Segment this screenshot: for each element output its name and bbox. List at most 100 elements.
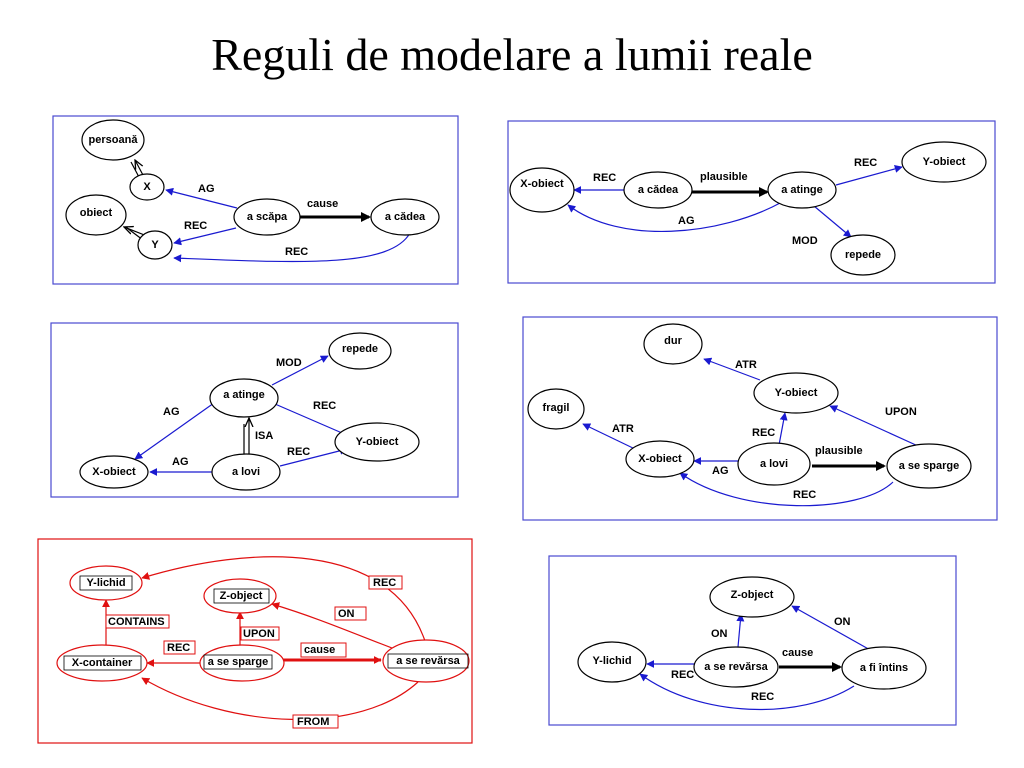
edge-on-1	[736, 613, 745, 648]
edge-ag	[165, 187, 238, 209]
node-y-obiect: Y-obiect	[334, 422, 420, 462]
label-rec: REC	[593, 172, 616, 184]
node-dur: dur	[643, 323, 703, 365]
node-a-se-revarsa: a se revărsa	[382, 639, 470, 683]
edge-isa	[243, 418, 249, 455]
edge-rec-2	[173, 232, 411, 263]
label-on-1: ON	[711, 628, 728, 640]
svg-text:a lovi: a lovi	[760, 458, 788, 470]
label-ag: AG	[712, 465, 729, 477]
edge-on	[271, 602, 393, 649]
svg-text:a se revărsa: a se revărsa	[704, 661, 768, 673]
svg-text:REC: REC	[167, 642, 190, 654]
panel-1: persoană X obiect Y a scăpa a cădea AG R…	[52, 115, 459, 285]
label-isa: ISA	[255, 430, 273, 442]
node-a-scapa: a scăpa	[233, 198, 301, 236]
node-y-lichid: Y-lichid	[577, 641, 647, 683]
svg-text:a cădea: a cădea	[385, 211, 426, 223]
label-ag-1: AG	[163, 406, 180, 418]
svg-text:dur: dur	[664, 335, 682, 347]
edge-upon	[829, 405, 919, 447]
svg-text:X-obiect: X-obiect	[92, 466, 136, 478]
svg-text:a cădea: a cădea	[638, 184, 679, 196]
label-rec-2: REC	[793, 489, 816, 501]
svg-text:repede: repede	[342, 343, 378, 355]
svg-text:X-container: X-container	[72, 657, 133, 669]
node-x-obiect: X-obiect	[79, 455, 149, 489]
node-x-obiect: X-obiect	[625, 440, 695, 478]
label-cause: cause	[307, 198, 338, 210]
node-a-atinge: a atinge	[767, 171, 837, 209]
label-on-2: ON	[834, 616, 851, 628]
node-y-obiect: Y-obiect	[901, 141, 987, 183]
label-plausible: plausible	[700, 171, 748, 183]
node-a-fi-intins: a fi întins	[841, 646, 927, 690]
label-rec-1: REC	[313, 400, 336, 412]
svg-text:persoană: persoană	[89, 134, 139, 146]
svg-text:REC: REC	[373, 577, 396, 589]
node-repede: repede	[830, 234, 896, 276]
label-rec-2: REC	[285, 246, 308, 258]
node-z-object: Z-object	[709, 576, 795, 618]
svg-text:UPON: UPON	[243, 628, 275, 640]
node-repede: repede	[328, 332, 392, 370]
svg-text:a fi întins: a fi întins	[860, 662, 908, 674]
edge-ag-1	[134, 402, 215, 460]
label-cause: cause	[782, 647, 813, 659]
node-a-se-sparge: a se sparge	[199, 644, 285, 682]
svg-text:a scăpa: a scăpa	[247, 211, 288, 223]
label-rec-2: REC	[287, 446, 310, 458]
svg-text:a se sparge: a se sparge	[208, 656, 269, 668]
label-contains: CONTAINS	[105, 614, 170, 629]
svg-text:repede: repede	[845, 249, 881, 261]
svg-text:fragil: fragil	[543, 402, 570, 414]
node-persoana: persoană	[81, 119, 145, 161]
svg-text:FROM: FROM	[297, 716, 329, 728]
label-rec-2: REC	[368, 575, 403, 590]
edge-mod	[813, 205, 852, 238]
edge-rec-2	[141, 556, 426, 642]
svg-text:Y-lichid: Y-lichid	[592, 655, 631, 667]
node-x-obiect: X-obiect	[509, 167, 575, 213]
node-a-se-sparge: a se sparge	[886, 443, 972, 489]
edge-rec-1	[778, 412, 788, 446]
node-x-container: X-container	[56, 644, 148, 682]
svg-text:a atinge: a atinge	[223, 389, 265, 401]
svg-text:a se sparge: a se sparge	[899, 460, 960, 472]
node-a-cadea: a cădea	[370, 198, 440, 236]
label-on: ON	[334, 606, 367, 621]
label-plausible: plausible	[815, 445, 863, 457]
label-rec-1: REC	[671, 669, 694, 681]
edge-ag	[567, 201, 783, 232]
label-mod: MOD	[792, 235, 818, 247]
label-rec-2: REC	[751, 691, 774, 703]
label-mod: MOD	[276, 357, 302, 369]
label-upon: UPON	[885, 406, 917, 418]
svg-text:Y: Y	[151, 239, 159, 251]
label-ag: AG	[198, 183, 215, 195]
edge-rec-1	[173, 227, 237, 246]
svg-text:X-obiect: X-obiect	[520, 178, 564, 190]
node-a-lovi: a lovi	[737, 442, 811, 486]
svg-text:Z-object: Z-object	[731, 589, 774, 601]
svg-text:Y-obiect: Y-obiect	[923, 156, 966, 168]
svg-text:ON: ON	[338, 608, 355, 620]
label-ag: AG	[678, 215, 695, 227]
page-title: Reguli de modelare a lumii reale	[211, 29, 813, 80]
edge-from	[141, 677, 419, 720]
edge-rec-1	[274, 403, 350, 437]
node-y-obiect: Y-obiect	[753, 372, 839, 414]
label-ag-2: AG	[172, 456, 189, 468]
svg-text:Y-lichid: Y-lichid	[86, 577, 125, 589]
label-cause: cause	[300, 642, 347, 658]
label-upon: UPON	[240, 626, 280, 641]
node-a-atinge: a atinge	[209, 378, 279, 418]
node-y: Y	[137, 230, 173, 260]
node-a-cadea: a cădea	[623, 171, 693, 209]
panel-6: Z-object Y-lichid a se revărsa a fi înti…	[548, 555, 957, 726]
panel-5: Y-lichid Z-object X-container a se sparg…	[37, 538, 473, 744]
label-rec-1: REC	[752, 427, 775, 439]
edge-rec-2	[639, 673, 855, 711]
panel-2: X-obiect a cădea a atinge Y-obiect reped…	[507, 120, 996, 284]
